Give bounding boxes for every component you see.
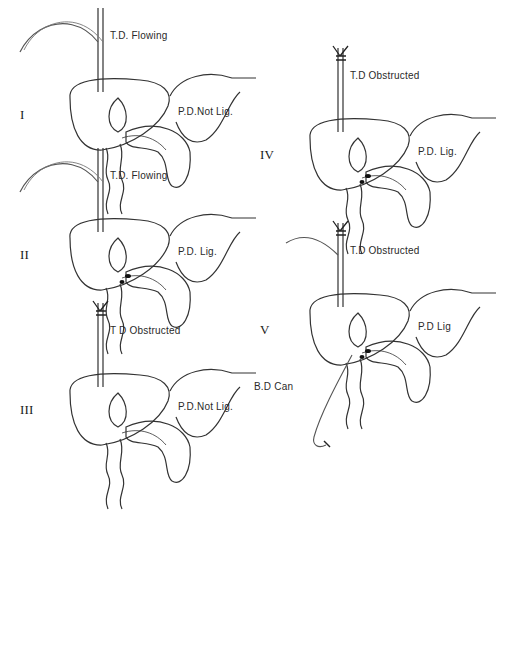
panel-two	[20, 148, 256, 354]
duct-label: T.D. Flowing	[110, 170, 167, 182]
panel-three	[70, 301, 256, 509]
panel-number: V	[260, 323, 270, 337]
duct-label: T D Obstructed	[110, 325, 180, 337]
bile-duct-cannula	[314, 355, 352, 447]
panel-one	[20, 8, 256, 214]
duct-label: T.D. Flowing	[110, 30, 167, 42]
panel-number: IV	[260, 148, 274, 162]
duct-label: P.D. Lig.	[178, 246, 217, 258]
panel-four	[310, 46, 496, 254]
cannula-label: B.D Can	[254, 381, 293, 393]
duct-label: P.D Lig	[418, 321, 451, 333]
duct-label: T.D Obstructed	[350, 70, 420, 82]
duct-label: P.D.Not Lig.	[178, 401, 233, 413]
duct-label: T.D Obstructed	[350, 245, 420, 257]
panel-number: II	[20, 248, 29, 262]
duct-label: P.D.Not Lig.	[178, 106, 233, 118]
panel-number: I	[20, 108, 25, 122]
panel-five	[286, 221, 496, 447]
panel-number: III	[20, 403, 34, 417]
duct-label: P.D. Lig.	[418, 146, 457, 158]
